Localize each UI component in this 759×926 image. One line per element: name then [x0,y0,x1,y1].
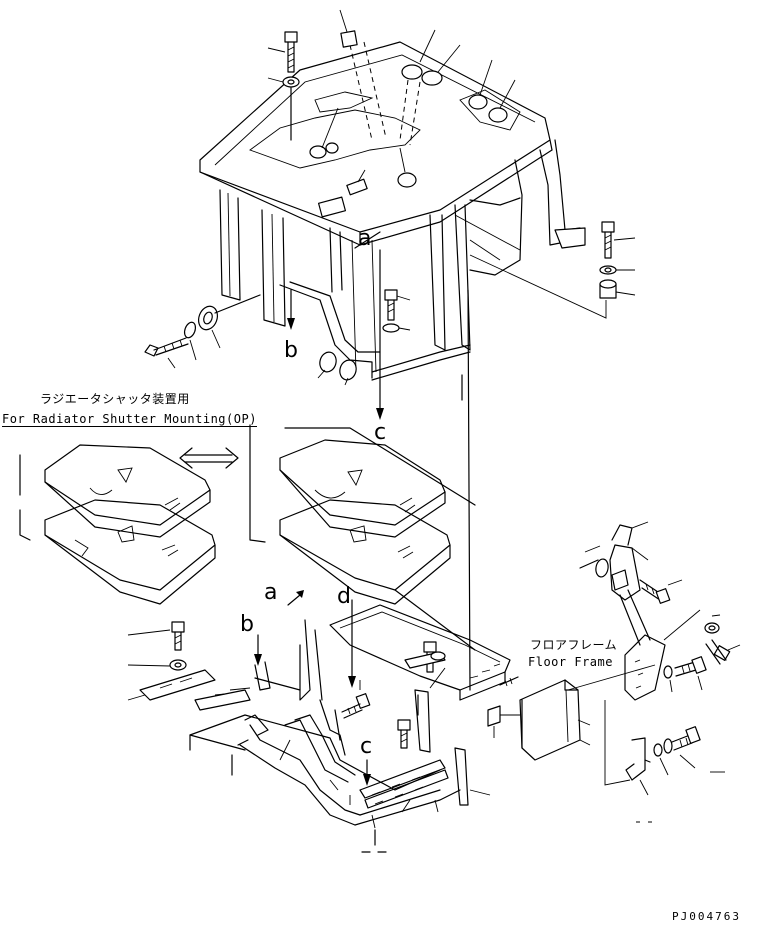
radiator-note-jp: ラジエータシャッタ装置用 [40,392,190,406]
radiator-shutter-floor-plates [20,445,238,604]
radiator-note-en: For Radiator Shutter Mounting(OP) [2,412,257,427]
floor-frame-bolts [128,590,518,748]
floor-frame-en: Floor Frame [528,655,613,669]
standard-floor-plates [250,425,475,650]
upper-bolts [145,32,635,390]
callout-b-upper: b [284,338,298,363]
callout-b-lower: b [240,612,254,637]
floor-frame-jp: フロアフレーム [530,638,618,652]
callout-d-lower: d [337,584,351,609]
callout-a-lower: a [264,580,278,605]
drawing-code: PJ004763 [672,910,741,923]
callout-arrows-lower [254,600,386,852]
cab-frame-assembly [200,10,606,380]
callout-c-lower: c [360,734,373,759]
callout-c-upper: c [374,420,387,445]
floor-frame-side-parts [488,522,740,822]
callout-a-upper: a [358,226,372,251]
callout-arrows-upper [287,250,470,690]
floor-frame-assembly [190,605,510,828]
